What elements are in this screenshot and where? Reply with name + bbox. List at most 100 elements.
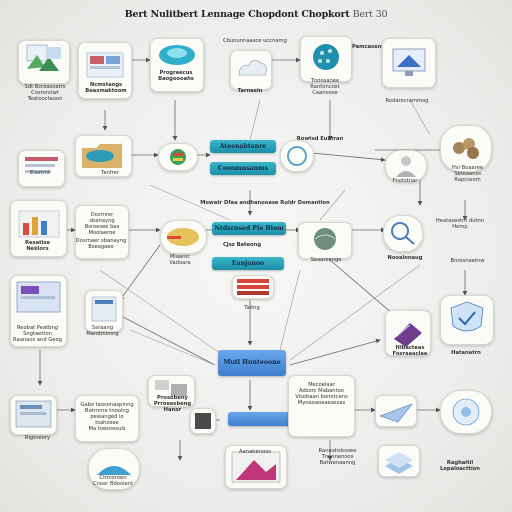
wand-icon — [167, 228, 199, 246]
caption-cloud: Tarnasin — [237, 88, 263, 94]
node-doc-bottom-left — [10, 395, 57, 435]
caption-shield: Hatanatrn — [451, 350, 481, 356]
caption-magnifier: Nooalonaug — [387, 255, 423, 261]
caption-photo: Aanabenoos — [238, 449, 272, 455]
shield-icon — [450, 301, 484, 332]
node-small-dark — [190, 408, 216, 434]
node-nuts — [440, 125, 492, 172]
node-cloud-right — [440, 390, 492, 434]
cluster-icon — [453, 138, 479, 159]
node-teal-orb — [150, 38, 204, 92]
label-mid-caption: Mowatr Dfaa andhanooase Ruldr Domantion — [200, 200, 330, 206]
photo-icon — [231, 451, 281, 483]
caption-folder: Tanfrer — [101, 170, 119, 176]
box-center-b: Coeomnsanms — [210, 162, 276, 175]
node-figure — [385, 150, 427, 182]
label-center-right: Rowtsd Euatran — [296, 136, 344, 142]
folder-icon — [82, 144, 122, 168]
node-monitor — [382, 38, 436, 88]
node-globe — [298, 222, 352, 259]
monitor-icon — [392, 48, 426, 76]
node-shield — [440, 295, 494, 345]
cycle-icon — [287, 146, 307, 166]
caption-right-mid: Bnrosnaetnw — [450, 258, 485, 264]
node-gear — [158, 143, 198, 171]
document-stack-icon — [26, 44, 61, 71]
screen-icon — [86, 52, 124, 78]
box-center-a: Ateenabtanre — [210, 140, 276, 153]
node-wand — [160, 220, 207, 254]
node-monitor-left — [10, 275, 67, 347]
diagram-title: Bert Nulitbert Lennage Chopdont Chopkort… — [124, 9, 388, 20]
node-brain — [300, 36, 352, 82]
person-icon — [396, 156, 416, 177]
server-stack-icon — [237, 279, 269, 295]
cloud-icon — [238, 60, 267, 76]
tablet-icon — [91, 296, 117, 322]
box-bottom-center — [228, 412, 296, 426]
cloud-sync-icon — [452, 398, 480, 426]
caption-figure: Fnotstnar — [392, 178, 418, 184]
book-icon — [394, 323, 422, 347]
node-folder — [75, 135, 132, 177]
node-plane — [375, 395, 417, 427]
paper-plane-icon — [379, 403, 413, 423]
node-photo — [225, 445, 287, 489]
node-cloud — [230, 50, 272, 90]
computer-icon — [16, 281, 61, 313]
caption-list-left: Eisetrnt — [29, 170, 50, 176]
water-icon — [97, 466, 131, 475]
network-brain-icon — [313, 44, 339, 70]
caption-globe: Seaaroenge — [310, 257, 342, 263]
gear-icon — [170, 149, 186, 165]
bar-chart-icon — [18, 210, 60, 238]
box-ml: Ntdsrnsed Pie Blom — [212, 222, 286, 235]
label-top-center: Cbuounnaasce uccnamg — [223, 38, 287, 44]
node-circle-arrow — [280, 140, 314, 172]
process-icon — [155, 380, 187, 396]
box-ml-blue: Eanjanoo — [212, 257, 284, 270]
node-red-stack — [232, 275, 274, 299]
node-list-left — [18, 150, 65, 187]
globe-icon — [314, 228, 336, 250]
node-magnifier — [383, 215, 423, 252]
label-ml-sub: CJsz Bateong — [222, 242, 262, 248]
teal-orb-icon — [159, 45, 195, 65]
window-icon — [15, 400, 52, 428]
label-bottom-left: Rigtneory — [24, 435, 51, 441]
node-proc-box — [148, 375, 195, 407]
box-multi: Mutl Hunteoone — [218, 350, 286, 376]
layers-icon — [385, 452, 413, 474]
node-water — [88, 448, 140, 490]
node-layers — [378, 445, 420, 477]
list-icon — [25, 157, 58, 173]
thin-lines — [99, 99, 431, 366]
node-tablet — [85, 290, 123, 332]
terminal-icon — [195, 413, 211, 429]
node-chart-left — [10, 200, 67, 257]
node-book — [385, 310, 431, 356]
